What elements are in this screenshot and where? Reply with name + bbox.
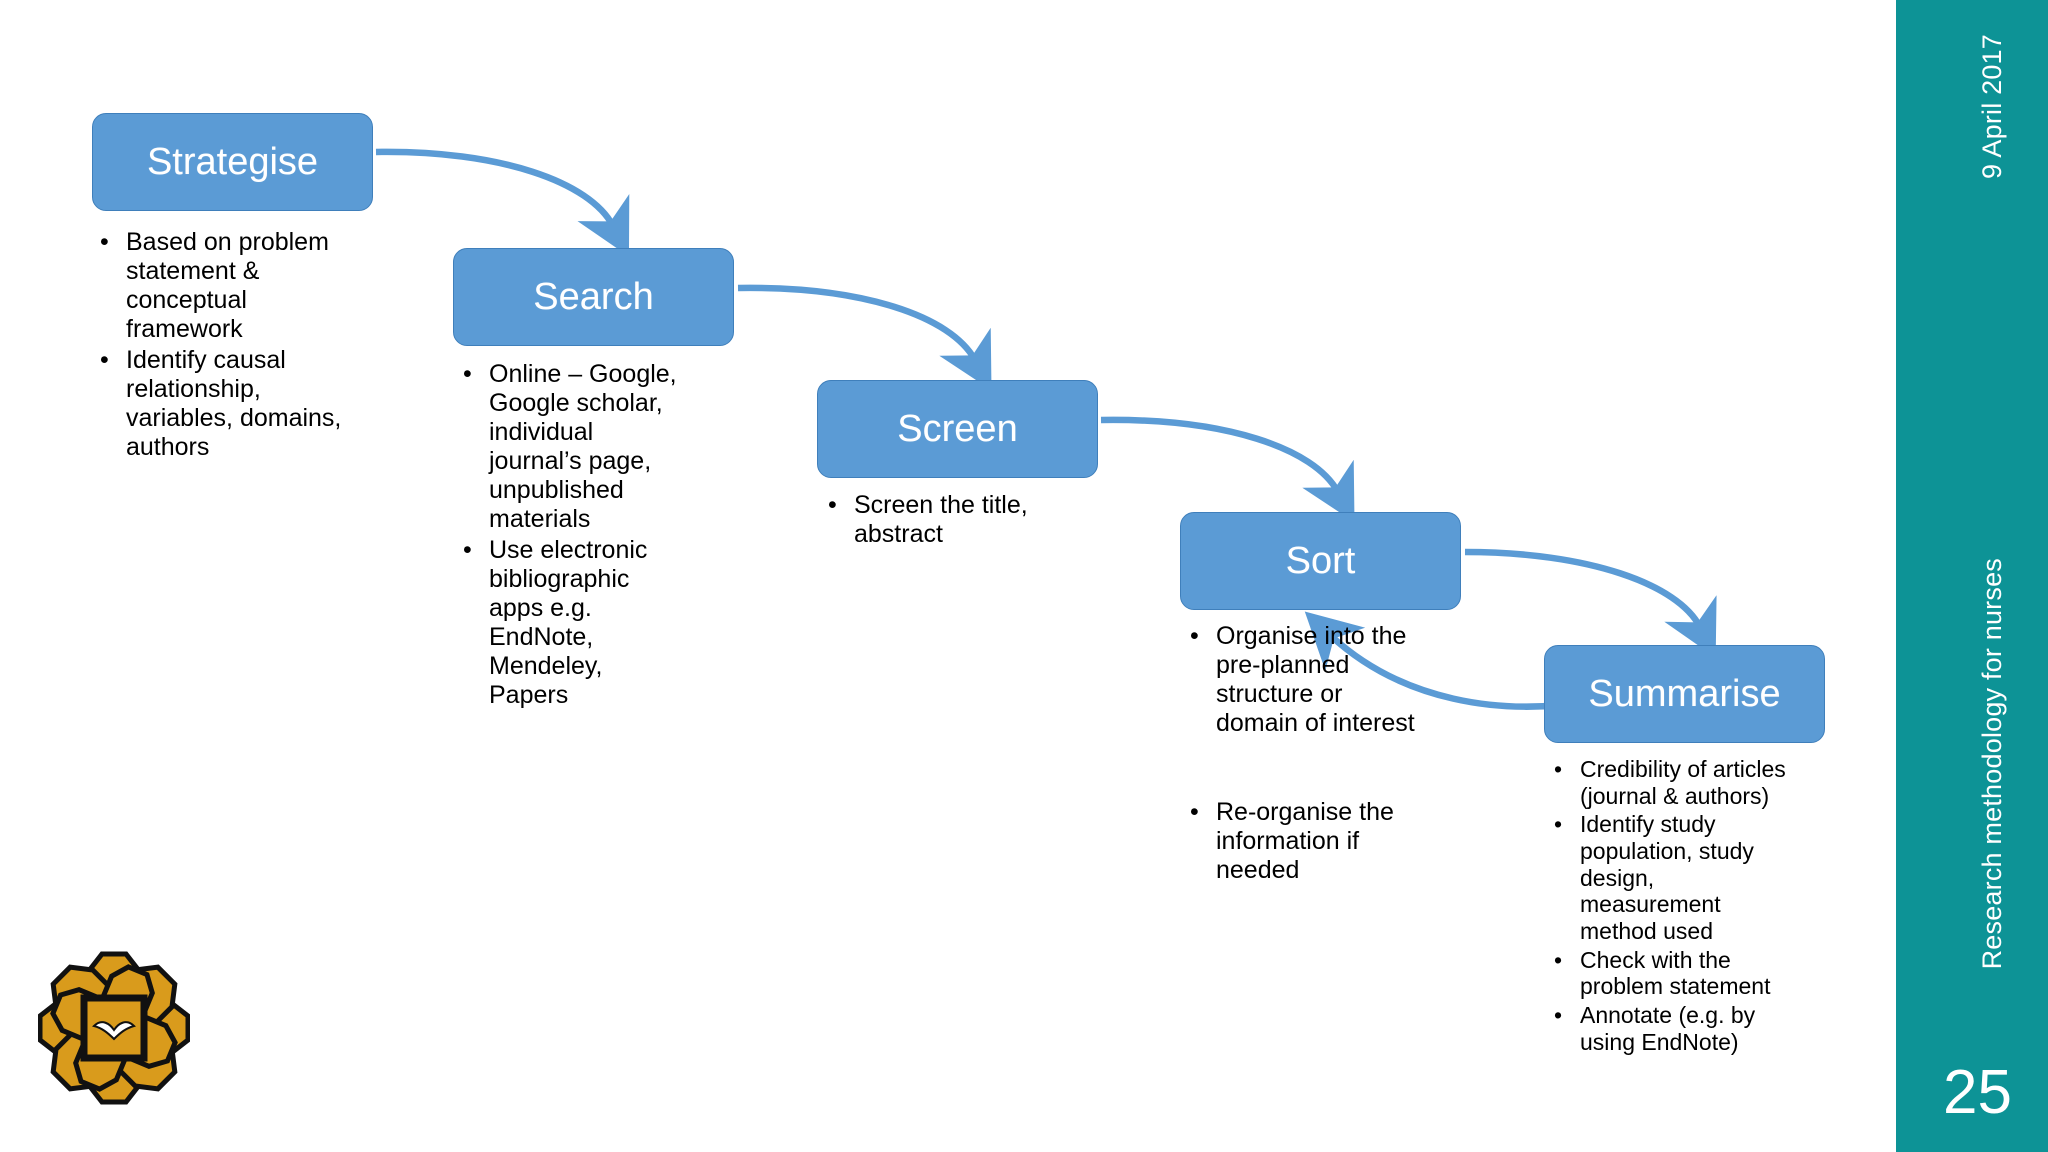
bullet-glyph: • <box>100 346 109 374</box>
bullet-text: Online – Google, Google scholar, individ… <box>489 360 677 533</box>
bullet-list-sort: • Organise into the pre-planned structur… <box>1182 622 1422 887</box>
process-box-strategise[interactable]: Strategise <box>92 113 373 211</box>
arrow-sort-to-summarise <box>1464 548 1717 658</box>
slide-page-number: 25 <box>1943 1058 2012 1127</box>
institution-logo-icon <box>38 951 190 1105</box>
bullet-glyph: • <box>100 228 109 256</box>
slide-sidebar: 9 April 2017 Research methodology for nu… <box>1896 0 2048 1152</box>
process-box-label: Screen <box>897 407 1018 450</box>
bullet-item: • Screen the title, abstract <box>820 491 1080 549</box>
bullet-list-screen: • Screen the title, abstract <box>820 491 1080 551</box>
sidebar-date: 9 April 2017 <box>1977 34 2007 180</box>
bullet-glyph: • <box>1190 622 1199 650</box>
bullet-list-strategise: • Based on problem statement & conceptua… <box>92 228 342 464</box>
bullet-text: Identify study population, study design,… <box>1580 811 1754 945</box>
bullet-item: • Use electronic bibliographic apps e.g.… <box>455 536 687 710</box>
bullet-item: • Organise into the pre-planned structur… <box>1182 622 1422 738</box>
bullet-glyph: • <box>828 491 837 519</box>
bullet-item: • Check with the problem statement <box>1546 947 1786 1000</box>
bullet-text: Check with the problem statement <box>1580 946 1771 1000</box>
bullet-glyph: • <box>463 536 472 564</box>
bullet-text: Re-organise the information if needed <box>1216 798 1394 884</box>
bullet-text: Annotate (e.g. by using EndNote) <box>1580 1002 1756 1055</box>
bullet-list-search: • Online – Google, Google scholar, indiv… <box>455 360 687 712</box>
arrow-search-to-screen <box>737 284 992 391</box>
bullet-text: Screen the title, abstract <box>854 491 1028 548</box>
process-box-screen[interactable]: Screen <box>817 380 1098 478</box>
process-box-label: Summarise <box>1588 672 1781 715</box>
bullet-glyph: • <box>1554 946 1563 973</box>
bullet-text: Use electronic bibliographic apps e.g. E… <box>489 536 648 709</box>
arrow-screen-to-sort <box>1100 416 1355 523</box>
bullet-glyph: • <box>1554 756 1563 782</box>
bullet-item: • Re-organise the information if needed <box>1182 798 1422 885</box>
bullet-item: • Annotate (e.g. by using EndNote) <box>1546 1002 1786 1055</box>
bullet-glyph: • <box>1190 798 1199 826</box>
process-box-search[interactable]: Search <box>453 248 734 346</box>
bullet-item: • Based on problem statement & conceptua… <box>92 228 342 344</box>
process-box-label: Sort <box>1285 539 1356 582</box>
bullet-text: Organise into the pre-planned structure … <box>1216 622 1415 737</box>
bullet-text: Identify causal relationship, variables,… <box>126 346 342 461</box>
bullet-text: Credibility of articles (journal & autho… <box>1580 756 1786 809</box>
bullet-glyph: • <box>1554 1002 1563 1029</box>
bullet-item: • Online – Google, Google scholar, indiv… <box>455 360 687 534</box>
process-box-label: Strategise <box>146 140 319 183</box>
bullet-item: • Identify study population, study desig… <box>1546 811 1786 944</box>
bullet-item: • Identify causal relationship, variable… <box>92 346 342 462</box>
sidebar-deck-title: Research methodology for nurses <box>1977 558 2007 970</box>
arrow-strategise-to-search <box>375 148 630 257</box>
process-box-sort[interactable]: Sort <box>1180 512 1461 610</box>
process-box-summarise[interactable]: Summarise <box>1544 645 1825 743</box>
bullet-glyph: • <box>463 360 472 388</box>
process-box-label: Search <box>533 275 654 318</box>
bullet-glyph: • <box>1554 811 1563 838</box>
bullet-item: • Credibility of articles (journal & aut… <box>1546 756 1786 809</box>
bullet-text: Based on problem statement & conceptual … <box>126 228 329 343</box>
bullet-list-summarise: • Credibility of articles (journal & aut… <box>1546 756 1786 1057</box>
